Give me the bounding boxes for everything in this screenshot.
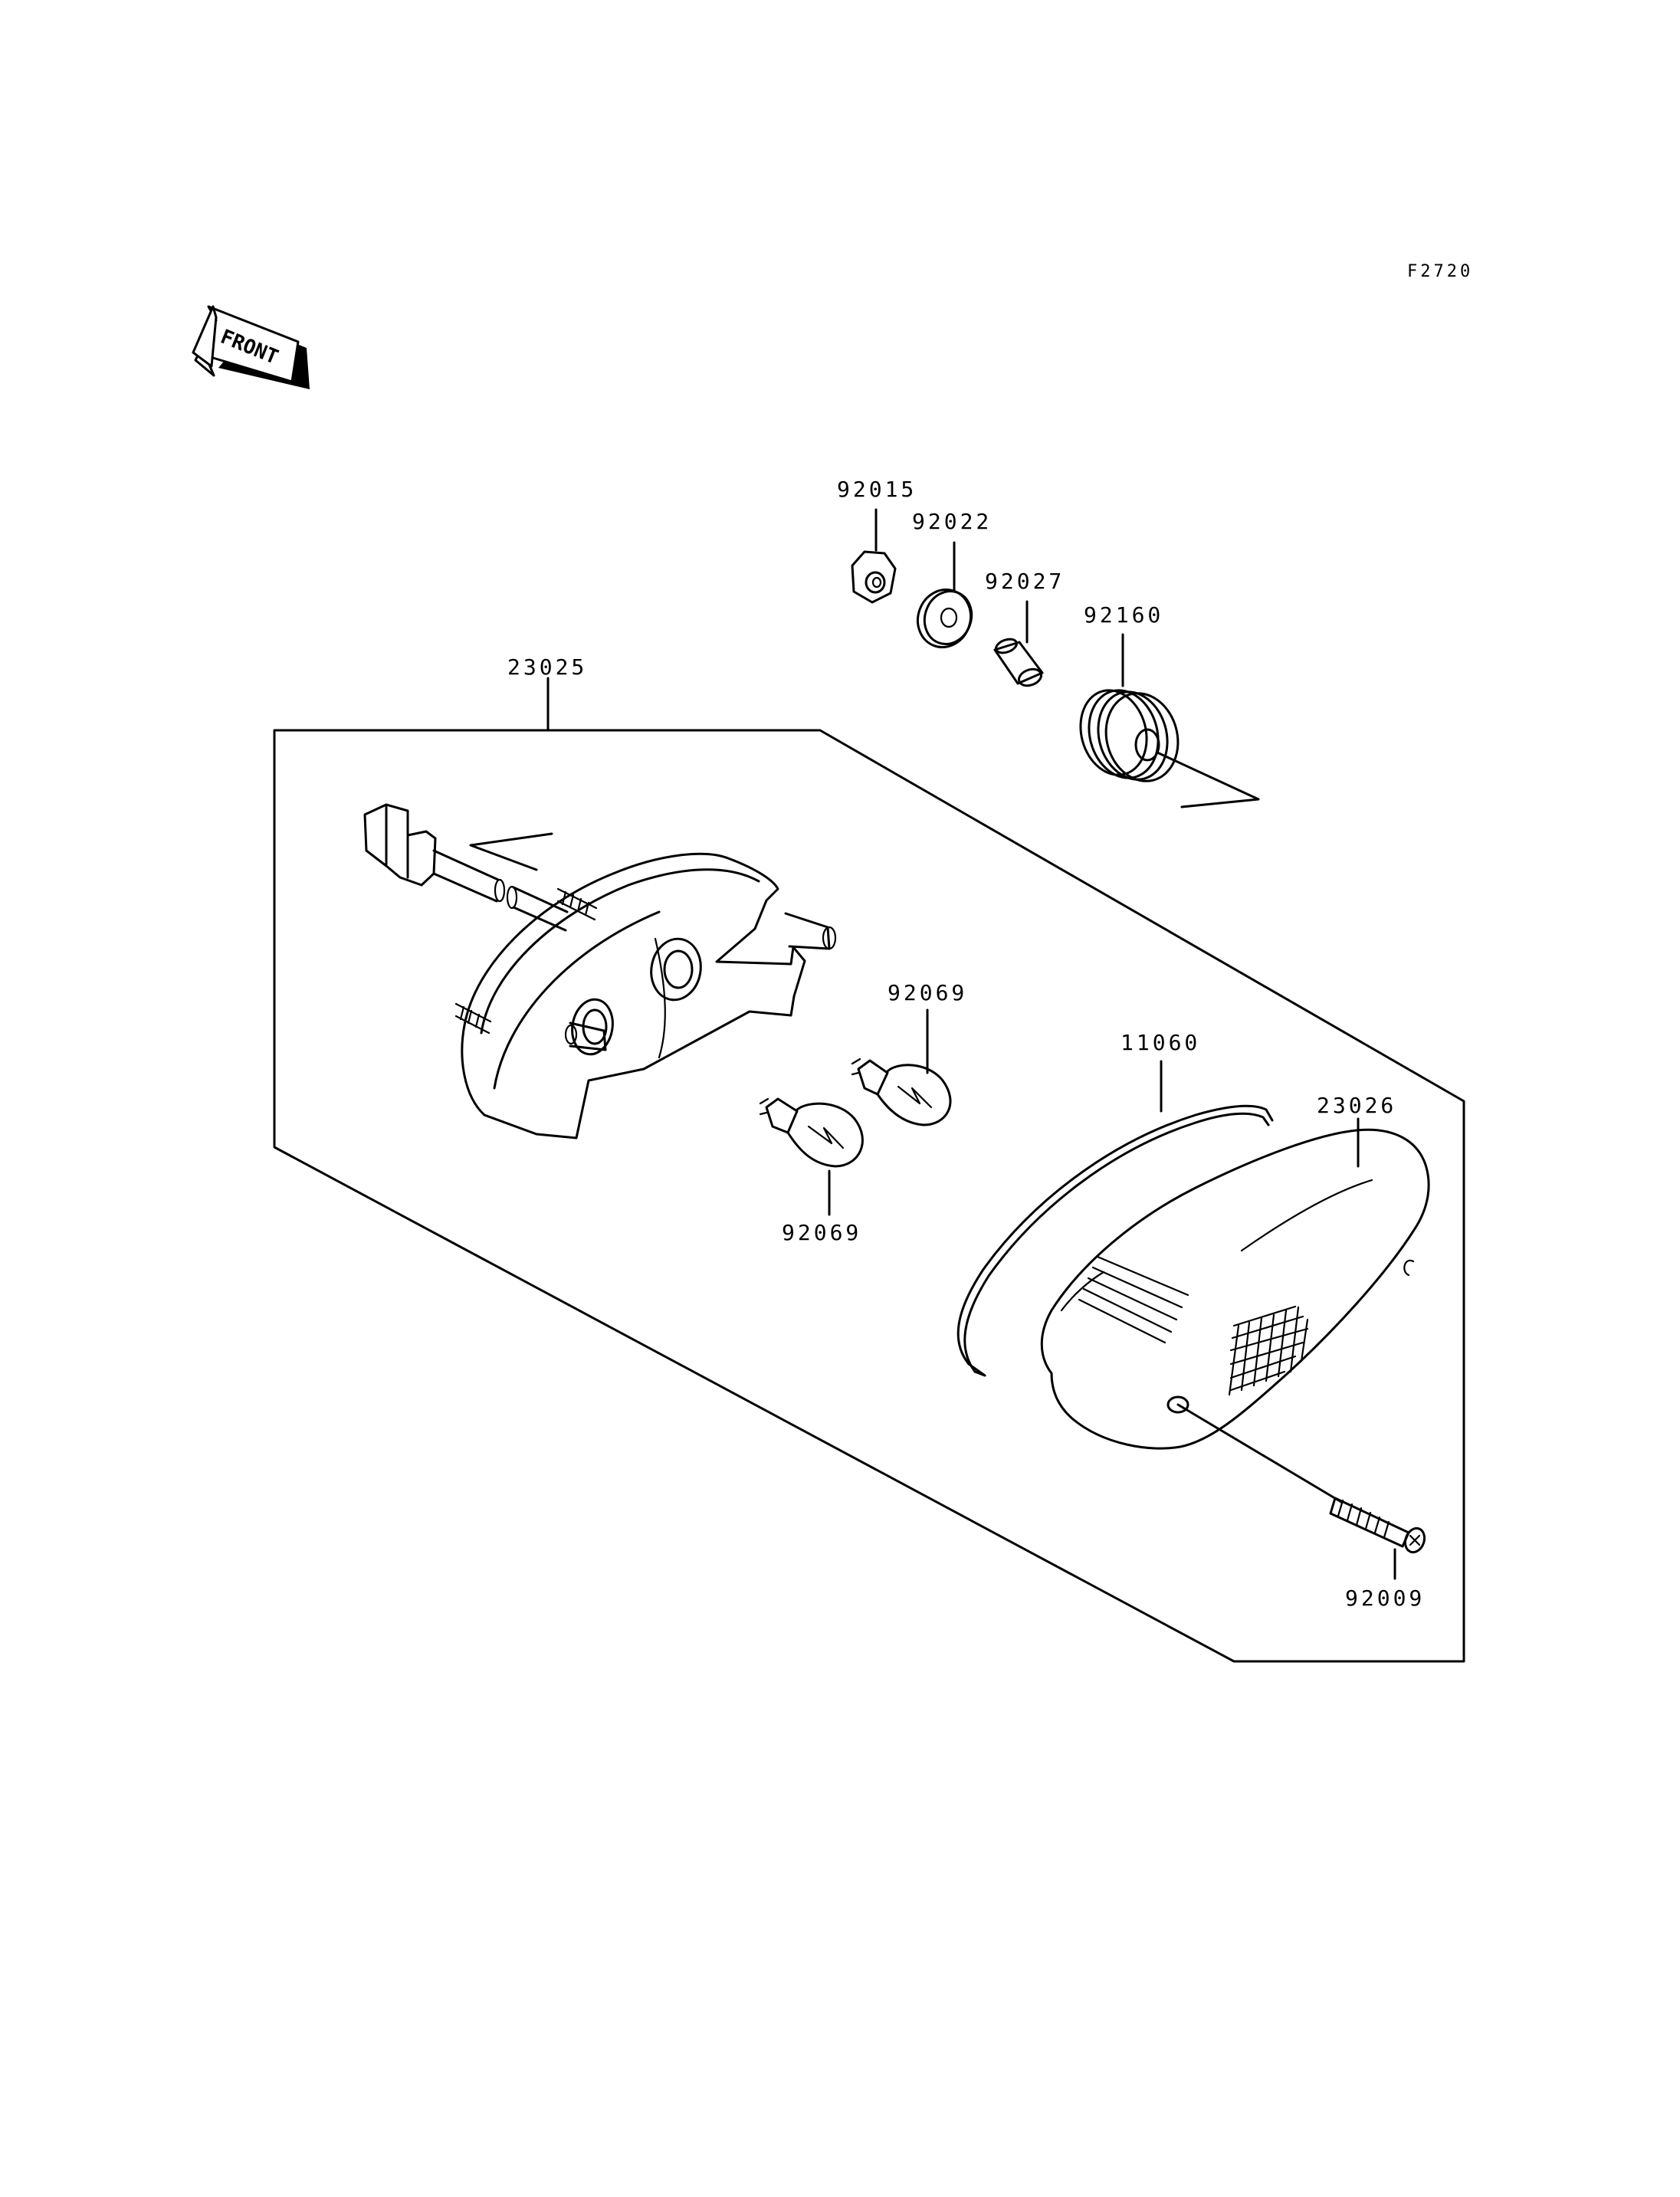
bulb-92069-lower: [759, 1097, 864, 1216]
lens-23026: [1040, 1117, 1430, 1503]
part-label-23025: 23025: [507, 654, 587, 680]
diagram-code: F2720: [1407, 262, 1473, 281]
part-label-23026: 23026: [1317, 1093, 1396, 1118]
bulb-92069-upper: [851, 1008, 952, 1126]
collar-92027: [993, 600, 1044, 687]
part-label-92069-lower: 92069: [782, 1220, 861, 1245]
part-label-92160: 92160: [1084, 602, 1163, 628]
part-label-92015: 92015: [837, 477, 917, 502]
nut-92015: [851, 508, 897, 604]
front-arrow-icon: FRONT: [192, 305, 310, 389]
part-label-11060: 11060: [1121, 1030, 1200, 1055]
lamp-housing: [363, 803, 837, 1139]
part-label-92022: 92022: [912, 509, 992, 534]
gasket-11060: [956, 1060, 1274, 1377]
screw-92009: [1329, 1497, 1426, 1580]
part-label-92009: 92009: [1345, 1585, 1425, 1611]
washer-92022: [917, 541, 973, 649]
grommet-92160: [1079, 633, 1260, 808]
part-label-92069-upper: 92069: [888, 980, 967, 1005]
assembly-outline: [273, 729, 1465, 1663]
part-label-92027: 92027: [985, 569, 1065, 594]
